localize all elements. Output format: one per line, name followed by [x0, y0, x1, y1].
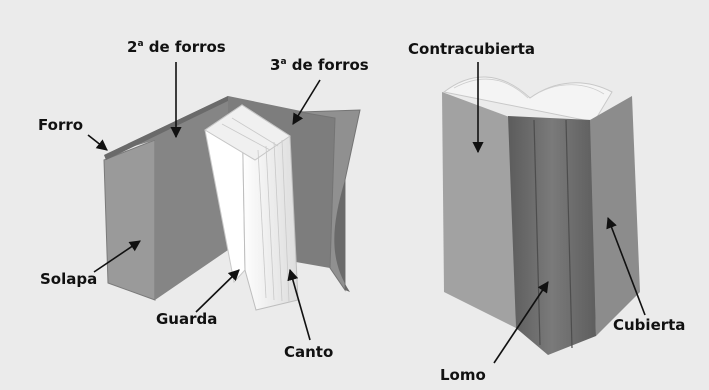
flap-left: [103, 139, 156, 301]
label-segunda-forros-superscript: a: [137, 39, 144, 49]
label-lomo: Lomo: [440, 366, 486, 384]
open-jacket-group: [103, 96, 361, 311]
label-solapa: Solapa: [40, 270, 98, 288]
front-cover: [590, 96, 640, 336]
inside-front-cover: [104, 96, 228, 300]
leader-lines: [87, 62, 646, 364]
arrow-guarda: [195, 269, 240, 313]
spine: [508, 116, 596, 355]
label-cubierta: Cubierta: [613, 316, 686, 334]
label-tercera-forros-text: de forros: [286, 56, 369, 74]
label-forro: Forro: [38, 116, 84, 134]
label-tercera-forros-number: 3: [270, 56, 281, 74]
label-contracubierta: Contracubierta: [408, 40, 535, 58]
arrow-solapa: [93, 240, 141, 273]
arrow-forro: [87, 134, 108, 151]
arrow-canto: [287, 268, 311, 341]
label-tercera-forros: 3a de forros: [270, 58, 369, 73]
label-canto: Canto: [284, 343, 334, 361]
label-tercera-forros-superscript: a: [280, 57, 287, 67]
book-pages-top: [442, 76, 613, 123]
back-cover: [442, 92, 516, 328]
arrow-lomo: [493, 281, 549, 364]
label-guarda: Guarda: [156, 310, 218, 328]
closed-book-group: [442, 76, 640, 355]
label-segunda-forros-number: 2: [127, 38, 138, 56]
arrow-tercera-forros: [292, 79, 321, 125]
label-segunda-forros: 2a de forros: [127, 40, 226, 55]
arrow-cubierta: [606, 216, 646, 316]
label-segunda-forros-text: de forros: [143, 38, 226, 56]
